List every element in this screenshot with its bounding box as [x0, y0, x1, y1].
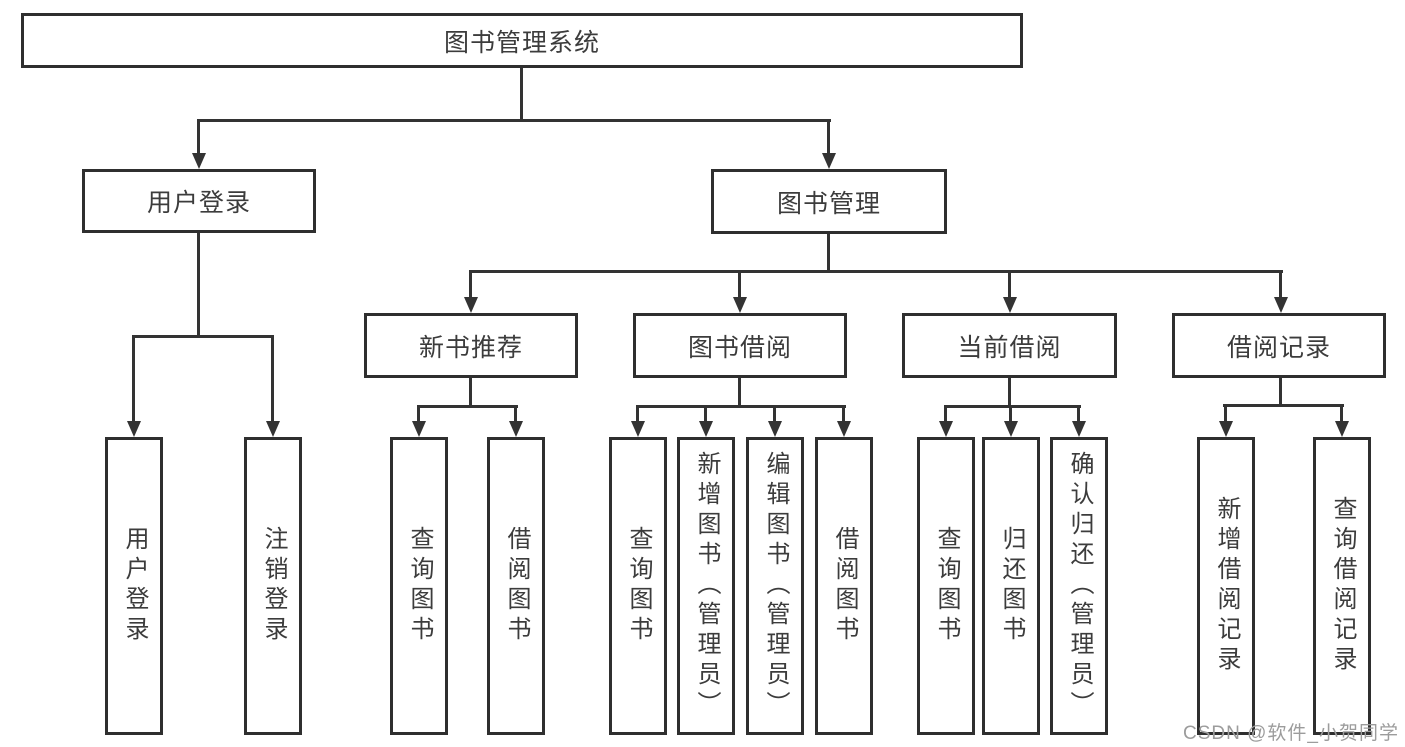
arrow-down-icon [822, 153, 836, 169]
arrow-down-icon [266, 421, 280, 437]
leaf-user-login: 用户登录 [105, 437, 163, 735]
connector-drop-leaf [1009, 405, 1012, 423]
arrow-down-icon [1335, 421, 1349, 437]
arrow-down-icon [509, 421, 523, 437]
node-current-borrow-label: 当前借阅 [957, 333, 1062, 362]
connector-user-hbar [133, 335, 274, 338]
leaf-query-books-borrow: 查询图书 [609, 437, 667, 735]
arrow-down-icon [192, 153, 206, 169]
node-root-label: 图书管理系统 [443, 28, 600, 57]
connector-root-trunk [520, 68, 523, 121]
connector-section-trunk [738, 378, 741, 408]
arrow-down-icon [837, 421, 851, 437]
leaf-confirm-return-admin: 确认归还（管理员） [1050, 437, 1108, 735]
leaf-query-books-recommend: 查询图书 [390, 437, 448, 735]
arrow-down-icon [1072, 421, 1086, 437]
connector-section-hbar [636, 405, 846, 408]
leaf-borrow-books-borrow: 借阅图书 [815, 437, 873, 735]
connector-drop-leaf [1224, 404, 1227, 423]
arrow-down-icon [412, 421, 426, 437]
leaf-return-books-label: 归还图书 [998, 526, 1025, 646]
connector-drop-leaf [132, 335, 135, 423]
leaf-edit-books-admin-label: 编辑图书（管理员） [762, 451, 789, 721]
connector-bookmgmt-hbar [469, 270, 1283, 273]
csdn-watermark: CSDN @软件_小贺同学 [1183, 723, 1399, 744]
arrow-down-icon [1274, 297, 1288, 313]
node-borrow-records-label: 借阅记录 [1226, 333, 1331, 362]
leaf-query-borrow-record-label: 查询借阅记录 [1329, 496, 1356, 676]
node-new-book-recommend-label: 新书推荐 [418, 333, 523, 362]
connector-drop-leaf [1340, 404, 1343, 423]
leaf-logout: 注销登录 [244, 437, 302, 735]
node-current-borrow: 当前借阅 [902, 313, 1117, 378]
connector-drop-section [469, 270, 472, 299]
arrow-down-icon [631, 421, 645, 437]
node-book-borrow-label: 图书借阅 [687, 333, 792, 362]
connector-drop-leaf [514, 405, 517, 423]
leaf-borrow-books-borrow-label: 借阅图书 [831, 526, 858, 646]
leaf-query-books-borrow-label: 查询图书 [625, 526, 652, 646]
connector-drop-leaf [1077, 405, 1080, 423]
leaf-add-borrow-record-label: 新增借阅记录 [1213, 496, 1240, 676]
connector-drop-section [738, 270, 741, 299]
node-user-login-label: 用户登录 [146, 189, 251, 217]
leaf-confirm-return-admin-label: 确认归还（管理员） [1066, 451, 1093, 721]
connector-drop-leaf [944, 405, 947, 423]
arrow-down-icon [939, 421, 953, 437]
connector-drop-section [1008, 270, 1011, 299]
connector-section-hbar [944, 405, 1081, 408]
arrow-down-icon [768, 421, 782, 437]
node-book-management: 图书管理 [711, 169, 947, 234]
connector-drop-bookmgmt [827, 119, 830, 155]
leaf-borrow-books-recommend-label: 借阅图书 [503, 526, 530, 646]
arrow-down-icon [1004, 421, 1018, 437]
leaf-borrow-books-recommend: 借阅图书 [487, 437, 545, 735]
leaf-add-books-admin-label: 新增图书（管理员） [693, 451, 720, 721]
connector-section-hbar [417, 405, 518, 408]
leaf-query-books-current: 查询图书 [917, 437, 975, 735]
arrow-down-icon [127, 421, 141, 437]
connector-drop-leaf [704, 405, 707, 423]
connector-root-hbar [197, 119, 831, 122]
connector-drop-leaf [271, 335, 274, 423]
connector-drop-user [197, 119, 200, 155]
leaf-edit-books-admin: 编辑图书（管理员） [746, 437, 804, 735]
leaf-query-books-recommend-label: 查询图书 [406, 526, 433, 646]
connector-drop-leaf [773, 405, 776, 423]
node-new-book-recommend: 新书推荐 [364, 313, 578, 378]
connector-bookmgmt-trunk [827, 234, 830, 273]
node-root: 图书管理系统 [21, 13, 1023, 68]
connector-drop-leaf [842, 405, 845, 423]
leaf-logout-label: 注销登录 [260, 526, 287, 646]
connector-section-trunk [1008, 378, 1011, 408]
leaf-query-borrow-record: 查询借阅记录 [1313, 437, 1371, 735]
leaf-query-books-current-label: 查询图书 [933, 526, 960, 646]
arrow-down-icon [699, 421, 713, 437]
connector-section-trunk [469, 378, 472, 408]
leaf-add-books-admin: 新增图书（管理员） [677, 437, 735, 735]
connector-drop-leaf [417, 405, 420, 423]
node-user-login: 用户登录 [82, 169, 316, 233]
leaf-user-login-label: 用户登录 [121, 526, 148, 646]
leaf-add-borrow-record: 新增借阅记录 [1197, 437, 1255, 735]
connector-drop-leaf [636, 405, 639, 423]
node-book-borrow: 图书借阅 [633, 313, 847, 378]
node-book-management-label: 图书管理 [776, 189, 881, 218]
arrow-down-icon [1003, 297, 1017, 313]
arrow-down-icon [733, 297, 747, 313]
connector-section-trunk [1279, 378, 1282, 407]
node-borrow-records: 借阅记录 [1172, 313, 1386, 378]
connector-user-trunk [197, 233, 200, 338]
arrow-down-icon [1219, 421, 1233, 437]
connector-section-hbar [1223, 404, 1344, 407]
arrow-down-icon [464, 297, 478, 313]
leaf-return-books: 归还图书 [982, 437, 1040, 735]
connector-drop-section [1279, 270, 1282, 299]
